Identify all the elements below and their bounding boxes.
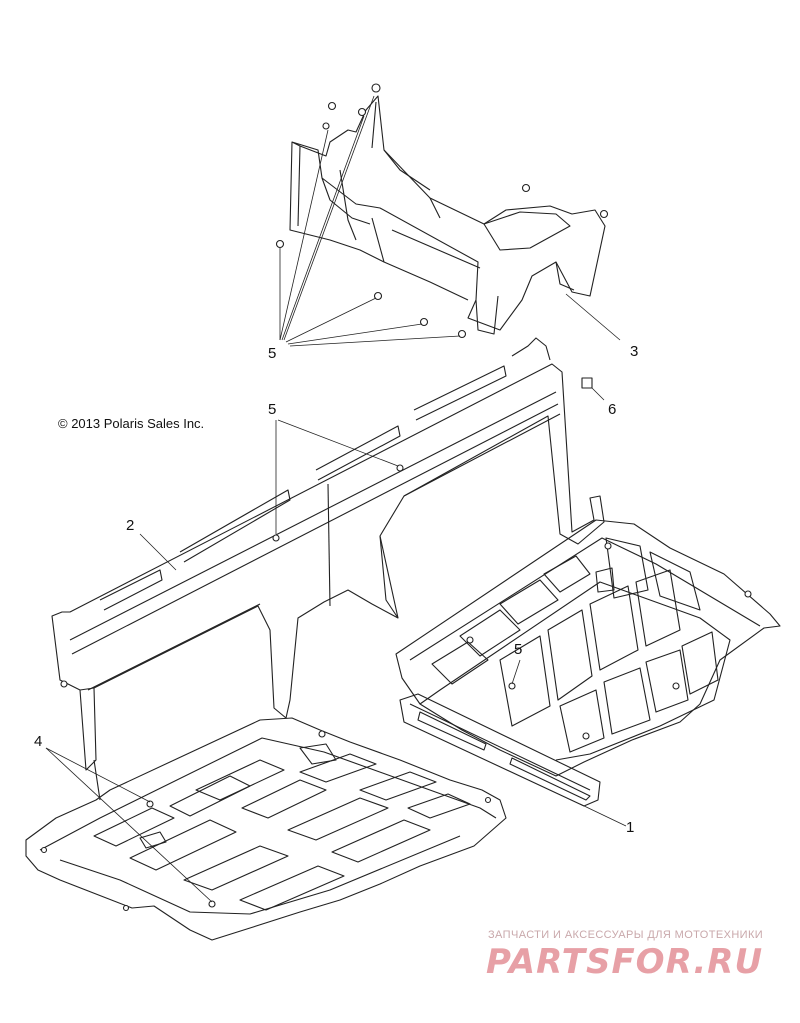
callout-1: 1	[626, 819, 635, 836]
callout-2: 2	[126, 517, 135, 534]
part-3-upper-panel	[289, 95, 606, 335]
watermark-logo: PARTSFOR.RU	[486, 942, 764, 982]
copyright-notice: © 2013 Polaris Sales Inc.	[58, 416, 205, 431]
part-2-rear-wall	[51, 337, 605, 801]
callout-5-wall: 5	[268, 401, 277, 418]
callout-4: 4	[34, 733, 43, 750]
part-1-right-floor	[395, 519, 781, 807]
part-5-fasteners-wall	[60, 377, 593, 688]
watermark-tagline: ЗАПЧАСТИ И АКСЕССУАРЫ ДЛЯ МОТОТЕХНИКИ	[488, 929, 764, 941]
part-5-fasteners-upper	[275, 83, 609, 339]
leader-lines-lower	[45, 419, 627, 903]
callout-6: 6	[608, 401, 617, 418]
part-6-clip	[581, 377, 593, 389]
part-4-left-floor	[25, 717, 507, 941]
callout-3: 3	[630, 343, 639, 360]
callout-5-floor: 5	[514, 641, 523, 658]
callout-5-upper: 5	[268, 345, 277, 362]
leader-lines-upper	[279, 95, 621, 401]
